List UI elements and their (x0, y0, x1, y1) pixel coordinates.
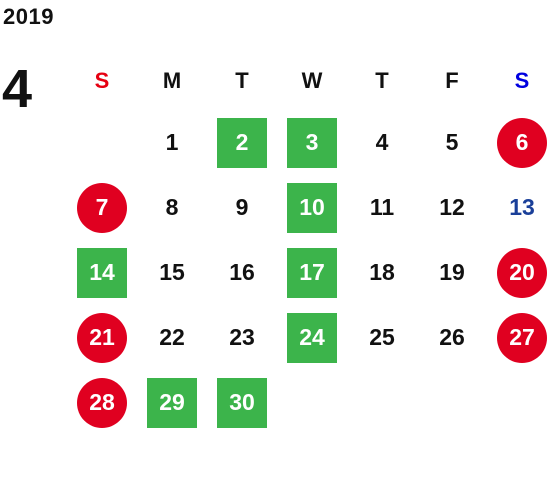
day-cell: 24 (277, 305, 347, 370)
day-cell: 8 (137, 175, 207, 240)
day-6[interactable]: 6 (497, 117, 547, 168)
day-cell (417, 370, 487, 435)
day-cell: 9 (207, 175, 277, 240)
day-20[interactable]: 20 (497, 247, 547, 298)
day-12[interactable]: 12 (439, 194, 465, 220)
day-cell: 4 (347, 110, 417, 175)
day-15[interactable]: 15 (159, 259, 185, 285)
day-cell: 18 (347, 240, 417, 305)
weekday-header-cell: S (487, 54, 548, 110)
day-16[interactable]: 16 (229, 259, 255, 285)
day-cell: 29 (137, 370, 207, 435)
day-cell: 3 (277, 110, 347, 175)
day-26[interactable]: 26 (439, 324, 465, 350)
day-cell: 13 (487, 175, 548, 240)
weekday-label: M (162, 68, 182, 93)
day-2[interactable]: 2 (217, 117, 267, 168)
weekday-header-cell: T (347, 54, 417, 110)
day-5[interactable]: 5 (445, 129, 459, 155)
day-1[interactable]: 1 (165, 129, 179, 155)
week-row: 7 8 9 10 11 12 13 (67, 175, 548, 240)
weekday-label: S (94, 68, 110, 93)
day-14[interactable]: 14 (77, 247, 127, 298)
week-row: 28 29 30 (67, 370, 548, 435)
day-cell: 2 (207, 110, 277, 175)
day-cell: 21 (67, 305, 137, 370)
day-cell: 26 (417, 305, 487, 370)
day-cell: 23 (207, 305, 277, 370)
day-cell: 30 (207, 370, 277, 435)
day-13[interactable]: 13 (509, 194, 535, 220)
calendar-year: 2019 (3, 4, 54, 29)
day-25[interactable]: 25 (369, 324, 395, 350)
weekday-header-cell: F (417, 54, 487, 110)
day-cell: 22 (137, 305, 207, 370)
day-cell (277, 370, 347, 435)
week-row: 14 15 16 17 18 19 20 (67, 240, 548, 305)
weekday-label: W (301, 68, 323, 93)
day-cell: 1 (137, 110, 207, 175)
day-7[interactable]: 7 (77, 182, 127, 233)
weekday-header-cell: W (277, 54, 347, 110)
weekday-header-cell: M (137, 54, 207, 110)
day-cell: 6 (487, 110, 548, 175)
day-cell (347, 370, 417, 435)
day-3[interactable]: 3 (287, 117, 337, 168)
weekday-label: T (375, 68, 389, 93)
day-21[interactable]: 21 (77, 312, 127, 363)
day-23[interactable]: 23 (229, 324, 255, 350)
day-9[interactable]: 9 (235, 194, 249, 220)
day-27[interactable]: 27 (497, 312, 547, 363)
day-cell: 16 (207, 240, 277, 305)
weekday-label: T (235, 68, 249, 93)
day-cell (67, 110, 137, 175)
day-cell: 28 (67, 370, 137, 435)
day-cell: 7 (67, 175, 137, 240)
week-row: 21 22 23 24 25 26 27 (67, 305, 548, 370)
day-cell: 20 (487, 240, 548, 305)
day-28[interactable]: 28 (77, 377, 127, 428)
day-24[interactable]: 24 (287, 312, 337, 363)
day-4[interactable]: 4 (375, 129, 389, 155)
day-cell: 17 (277, 240, 347, 305)
weekday-header-cell: S (67, 54, 137, 110)
calendar-month: 4 (2, 59, 33, 119)
day-cell: 14 (67, 240, 137, 305)
day-22[interactable]: 22 (159, 324, 185, 350)
day-cell: 5 (417, 110, 487, 175)
day-cell: 25 (347, 305, 417, 370)
day-cell (487, 370, 548, 435)
day-cell: 27 (487, 305, 548, 370)
day-17[interactable]: 17 (287, 247, 337, 298)
day-cell: 10 (277, 175, 347, 240)
day-19[interactable]: 19 (439, 259, 465, 285)
weekday-label: F (445, 68, 459, 93)
day-11[interactable]: 11 (369, 194, 395, 220)
day-cell: 11 (347, 175, 417, 240)
day-cell: 15 (137, 240, 207, 305)
day-8[interactable]: 8 (165, 194, 179, 220)
day-18[interactable]: 18 (369, 259, 395, 285)
day-30[interactable]: 30 (217, 377, 267, 428)
day-10[interactable]: 10 (287, 182, 337, 233)
day-cell: 19 (417, 240, 487, 305)
day-29[interactable]: 29 (147, 377, 197, 428)
day-cell: 12 (417, 175, 487, 240)
weekday-label: S (514, 68, 530, 93)
weekday-header-cell: T (207, 54, 277, 110)
